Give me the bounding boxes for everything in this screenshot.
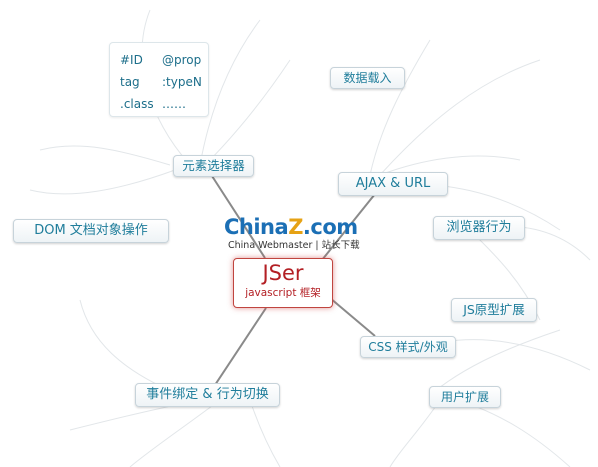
center-title: JSer	[262, 261, 304, 285]
legend-class: .class	[120, 97, 154, 111]
center-node-jser[interactable]: JSer javascript 框架	[233, 258, 333, 308]
node-css-style-label: CSS 样式/外观	[368, 340, 448, 354]
legend-prop: @prop	[162, 53, 202, 67]
node-ajax-url[interactable]: AJAX & URL	[338, 172, 448, 196]
node-js-prototype[interactable]: JS原型扩展	[451, 298, 537, 322]
chinaz-brand: ChinaZ.com	[224, 215, 358, 239]
node-event-binding[interactable]: 事件绑定 & 行为切换	[135, 383, 280, 407]
node-js-prototype-label: JS原型扩展	[463, 302, 525, 317]
node-ajax-url-label: AJAX & URL	[355, 176, 431, 191]
node-data-load-label: 数据载入	[343, 71, 392, 85]
node-element-selector[interactable]: 元素选择器	[173, 155, 254, 177]
connector-lines	[211, 175, 376, 386]
chinaz-logo: ChinaZ.com China Webmaster | 站长下载	[224, 215, 374, 255]
legend-tag: tag	[120, 75, 140, 89]
chinaz-tagline: China Webmaster | 站长下载	[228, 240, 360, 251]
node-dom-operations[interactable]: DOM 文档对象操作	[13, 219, 169, 243]
node-css-style[interactable]: CSS 样式/外观	[360, 336, 456, 358]
node-event-binding-label: 事件绑定 & 行为切换	[146, 387, 269, 402]
legend-typen: :typeN	[162, 75, 202, 89]
legend-id: #ID	[120, 53, 143, 67]
node-data-load[interactable]: 数据载入	[330, 67, 405, 89]
node-element-selector-label: 元素选择器	[182, 158, 245, 173]
node-dom-operations-label: DOM 文档对象操作	[34, 223, 148, 238]
legend-ellipsis: ……	[162, 97, 186, 111]
selector-syntax-legend: #ID tag .class @prop :typeN ……	[109, 42, 209, 117]
node-browser-behavior[interactable]: 浏览器行为	[433, 216, 525, 240]
node-user-extension[interactable]: 用户扩展	[429, 386, 501, 408]
node-browser-behavior-label: 浏览器行为	[446, 220, 512, 235]
node-user-extension-label: 用户扩展	[440, 390, 489, 404]
center-subtitle: javascript 框架	[245, 287, 321, 299]
